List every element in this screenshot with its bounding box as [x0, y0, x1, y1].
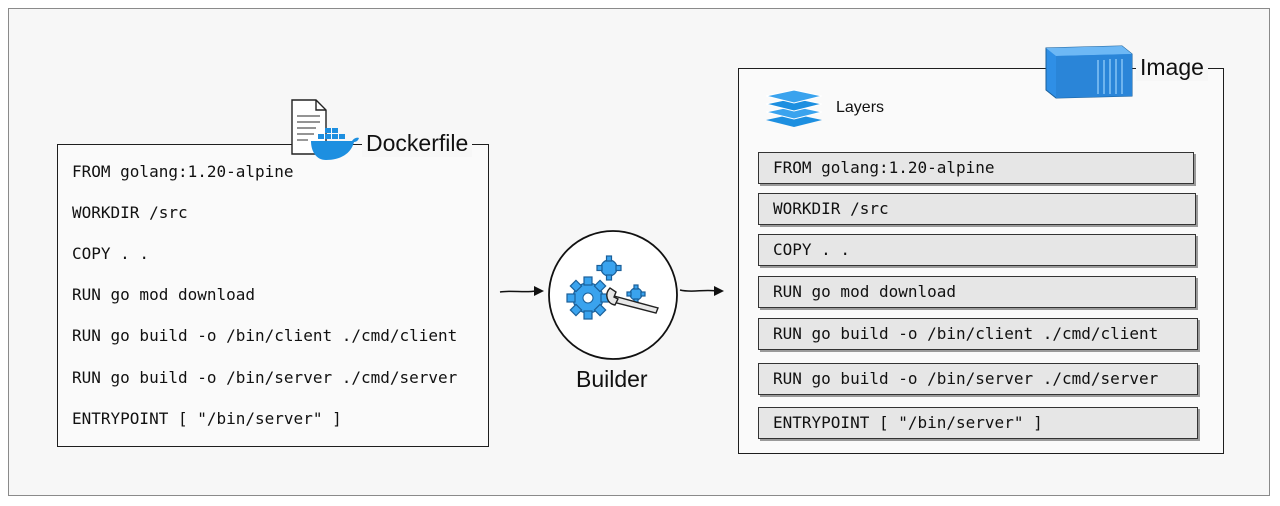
dockerfile-panel: [57, 144, 489, 447]
dockerfile-line: COPY . .: [72, 244, 150, 263]
dockerfile-line: WORKDIR /src: [72, 203, 188, 222]
arrow-to-image: [679, 286, 724, 296]
dockerfile-title: Dockerfile: [362, 129, 473, 157]
image-layer: ENTRYPOINT [ "/bin/server" ]: [758, 407, 1198, 439]
dockerfile-line: RUN go build -o /bin/client ./cmd/client: [72, 326, 458, 345]
image-layer: COPY . .: [758, 234, 1196, 266]
image-layer: RUN go build -o /bin/client ./cmd/client: [758, 318, 1198, 350]
image-layer: FROM golang:1.20-alpine: [758, 152, 1194, 184]
dockerfile-line: RUN go build -o /bin/server ./cmd/server: [72, 368, 458, 387]
layers-stack-icon: [765, 89, 823, 127]
gears-wrench-icon: [548, 230, 678, 360]
docker-whale-icon: [311, 128, 359, 160]
builder-label: Builder: [576, 366, 648, 392]
dockerfile-line: ENTRYPOINT [ "/bin/server" ]: [72, 409, 342, 428]
image-layer: RUN go mod download: [758, 276, 1196, 308]
image-title: Image: [1136, 53, 1208, 81]
arrow-to-builder: [499, 286, 544, 296]
dockerfile-line: FROM golang:1.20-alpine: [72, 162, 294, 181]
dockerfile-line: RUN go mod download: [72, 285, 256, 304]
container-icon: [1045, 45, 1133, 99]
layers-label: Layers: [836, 99, 885, 116]
document-icon: [291, 99, 327, 155]
image-layer: RUN go build -o /bin/server ./cmd/server: [758, 363, 1198, 395]
image-layer: WORKDIR /src: [758, 193, 1196, 225]
